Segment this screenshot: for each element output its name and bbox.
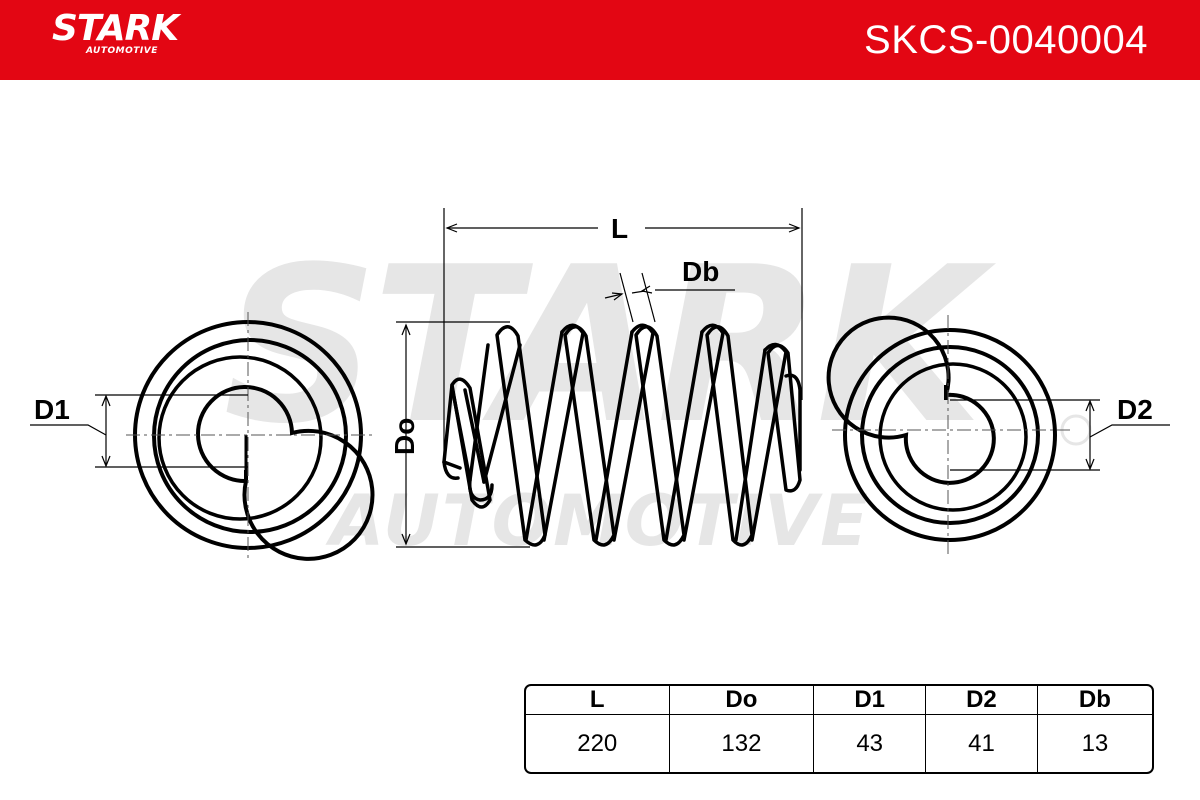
right-centerlines [832, 315, 1070, 555]
watermark-subtext: AUTOMOTIVE [325, 480, 870, 562]
spec-value-l: 220 [577, 729, 618, 757]
do-label: Do [389, 418, 420, 455]
spec-header-do: Do [668, 686, 814, 715]
spring-side-view [442, 323, 802, 547]
spec-header-row: L Do D1 D2 Db [526, 686, 1152, 715]
spec-header-db: Db [1036, 686, 1152, 715]
d2-label: D2 [1117, 394, 1153, 425]
spring-drawing: STARK AUTOMOTIVE D1 [30, 208, 1170, 562]
spec-header-l: L [526, 686, 670, 715]
watermark: STARK AUTOMOTIVE [223, 220, 1092, 562]
spec-value-d2: 41 [925, 714, 1038, 772]
logo-text: STARK [52, 8, 179, 49]
stark-logo: STARK AUTOMOTIVE [52, 8, 179, 57]
d1-dimension [30, 394, 248, 468]
d1-label: D1 [34, 394, 70, 425]
db-dimension [604, 272, 735, 323]
spec-value-row: 220 132 43 41 13 [526, 714, 1152, 772]
db-label: Db [682, 256, 719, 287]
left-centerlines [126, 312, 372, 558]
spec-value-do: 132 [668, 714, 814, 772]
spec-header-d2: D2 [925, 686, 1038, 715]
do-dimension [396, 321, 530, 548]
spec-header-d1: D1 [813, 686, 926, 715]
header-bar: STARK AUTOMOTIVE SKCS-0040004 [0, 0, 1200, 80]
spec-table: L Do D1 D2 Db 220 132 43 41 13 [524, 684, 1154, 774]
part-number: SKCS-0040004 [864, 18, 1148, 62]
l-dimension [443, 208, 803, 462]
logo-subtext: AUTOMOTIVE [86, 46, 158, 56]
spec-value-db: 13 [1036, 714, 1152, 772]
right-end-view [826, 315, 1057, 542]
l-label: L [611, 213, 628, 244]
d2-dimension [950, 399, 1170, 471]
watermark-text: STARK [223, 220, 996, 471]
spec-value-d1: 43 [813, 714, 926, 772]
